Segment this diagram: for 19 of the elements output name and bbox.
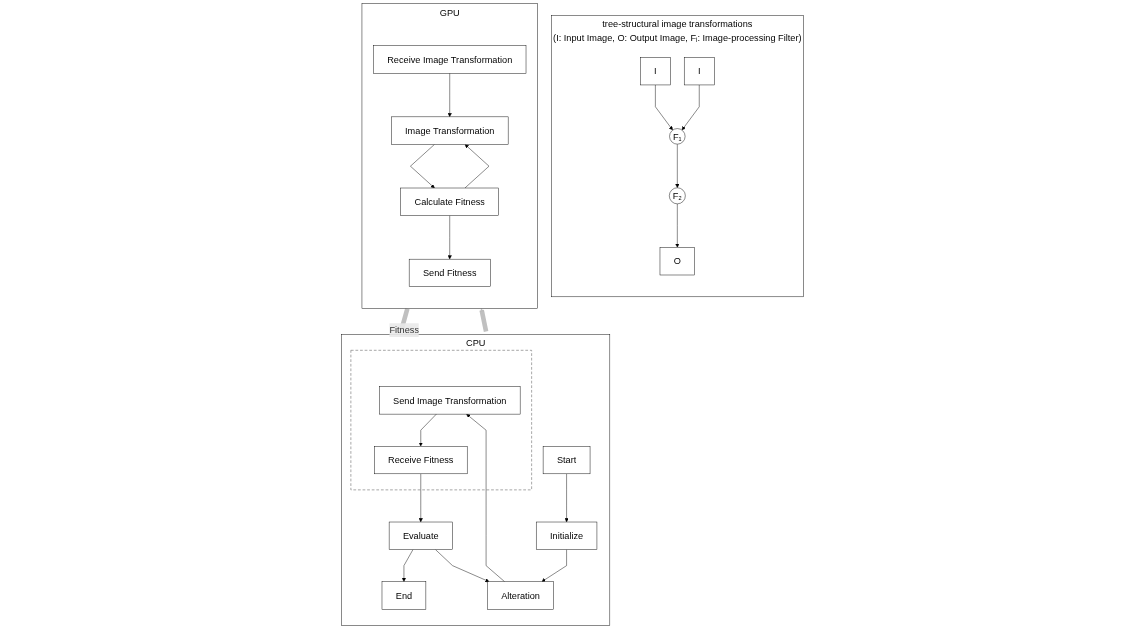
node-box: O [659, 247, 695, 276]
node-box: Send Image Transformation [379, 386, 521, 415]
node-box: Initialize [535, 521, 598, 550]
node-box: Alteration [487, 581, 554, 610]
node-circle: F₂ [669, 187, 686, 205]
node-box: Receive Image Transformation [373, 45, 527, 74]
node-box: Evaluate [388, 521, 453, 550]
node-box: Image Transformation [391, 116, 509, 145]
node-box: Calculate Fitness [400, 187, 499, 216]
node-box: I [640, 57, 671, 86]
cluster [350, 349, 532, 491]
node-box: Send Fitness [408, 258, 491, 287]
node-box: End [381, 581, 427, 610]
node-box: I [683, 57, 715, 86]
arrow [479, 308, 489, 332]
node-box: Receive Fitness [374, 446, 468, 475]
node-box: Start [542, 446, 591, 475]
edge-label: Fitness [389, 325, 419, 336]
node-circle: F₁ [669, 128, 686, 145]
